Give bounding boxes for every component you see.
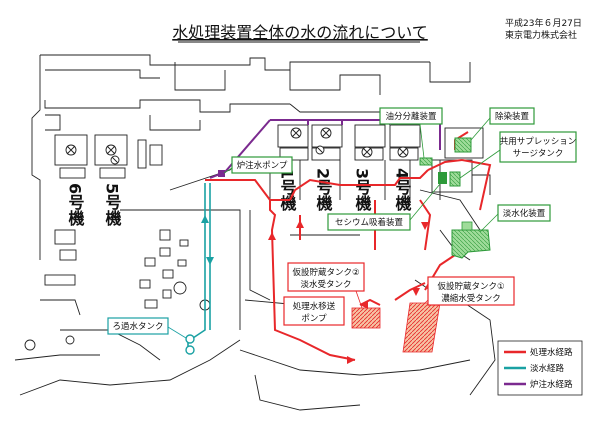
- unit5-label: 5号機: [103, 183, 122, 227]
- unit5-marker-icon: [105, 144, 117, 156]
- oil-separator-callout: 油分分離装置: [379, 107, 443, 159]
- svg-text:サージタンク: サージタンク: [513, 149, 564, 159]
- equipment: [419, 137, 491, 259]
- svg-text:ろ過水タンク: ろ過水タンク: [112, 321, 163, 332]
- legend: 処理水経路 淡水経路 炉注水経路: [497, 340, 583, 396]
- desalination-block: [461, 221, 473, 231]
- temp-tank2-area: [351, 307, 381, 329]
- desalination-callout: 淡水化装置: [479, 204, 551, 233]
- svg-text:仮設貯蔵タンク①: 仮設貯蔵タンク①: [437, 281, 504, 292]
- svg-text:仮設貯蔵タンク②: 仮設貯蔵タンク②: [292, 267, 359, 278]
- svg-text:ポンプ: ポンプ: [301, 314, 327, 324]
- date-label: 平成23年６月27日: [505, 17, 582, 29]
- unit-markers: [65, 127, 409, 165]
- oil-separator-equipment: [419, 157, 433, 166]
- unit3-label: 3号機: [353, 168, 372, 212]
- unit6-label: 6号機: [66, 183, 85, 227]
- cesium-callout: セシウム吸着装置: [327, 183, 441, 231]
- unit5-aux-icon: [110, 155, 120, 165]
- legend-item-treated: 処理水経路: [504, 347, 573, 358]
- page-title: 水処理装置全体の水の流れについて: [172, 23, 428, 42]
- reactor-pump-callout: 炉注水ポンプ: [223, 156, 293, 174]
- svg-text:淡水経路: 淡水経路: [530, 363, 565, 374]
- desalination-equipment: [451, 229, 491, 259]
- svg-text:炉注水ポンプ: 炉注水ポンプ: [237, 160, 288, 171]
- unit-labels: 6号機 5号機 1号機 2号機 3号機 4号機: [66, 168, 412, 227]
- cesium-equipment: [438, 172, 447, 184]
- svg-text:処理水移送: 処理水移送: [293, 301, 336, 312]
- svg-text:炉注水経路: 炉注水経路: [530, 379, 573, 390]
- decontamination-callout: 除染装置: [470, 107, 535, 141]
- temp-tank1-area: [402, 302, 441, 353]
- storage-tanks: [351, 302, 441, 353]
- unit2-label: 2号機: [314, 168, 333, 212]
- unit1-marker-icon: [290, 127, 302, 139]
- filtered-tank-icon: [185, 334, 195, 355]
- suppression-tank-equipment: [449, 171, 461, 187]
- reactor-pump-icon: [218, 170, 225, 177]
- unit6-marker-icon: [65, 144, 77, 156]
- svg-text:淡水化装置: 淡水化装置: [503, 208, 546, 219]
- callouts: 油分分離装置 除染装置 共用サプレッション サージタンク 炉注水ポンプ セシウム…: [107, 107, 577, 339]
- svg-text:セシウム吸着装置: セシウム吸着装置: [335, 217, 404, 228]
- svg-text:共用サプレッション: 共用サプレッション: [500, 137, 577, 147]
- unit1-aux-icon: [315, 145, 325, 155]
- legend-item-injection: 炉注水経路: [504, 379, 573, 390]
- decontamination-equipment: [454, 137, 472, 153]
- unit4-marker-icon: [397, 146, 409, 158]
- unit4-label: 4号機: [393, 168, 412, 212]
- svg-text:除染装置: 除染装置: [495, 111, 530, 122]
- unit2-marker-icon: [320, 127, 332, 139]
- svg-text:処理水経路: 処理水経路: [530, 347, 573, 358]
- fresh-water-route: [187, 183, 211, 350]
- unit1-label: 1号機: [278, 168, 297, 212]
- company-label: 東京電力株式会社: [505, 29, 577, 41]
- filtered-tank-callout: ろ過水タンク: [107, 317, 187, 339]
- suppression-tank-callout: 共用サプレッション サージタンク: [459, 131, 577, 179]
- svg-text:油分分離装置: 油分分離装置: [385, 111, 437, 122]
- unit3-marker-icon: [361, 146, 373, 158]
- temp-tank1-callout: 仮設貯蔵タンク① 濃縮水受タンク: [417, 276, 515, 311]
- svg-text:淡水受タンク: 淡水受タンク: [300, 279, 351, 290]
- legend-item-fresh: 淡水経路: [504, 363, 565, 374]
- temp-tank2-callout: 仮設貯蔵タンク② 淡水受タンク: [287, 262, 365, 309]
- fresh-water-arrows: [201, 215, 214, 265]
- svg-text:濃縮水受タンク: 濃縮水受タンク: [441, 293, 501, 304]
- transfer-pump-callout: 処理水移送 ポンプ: [283, 296, 345, 326]
